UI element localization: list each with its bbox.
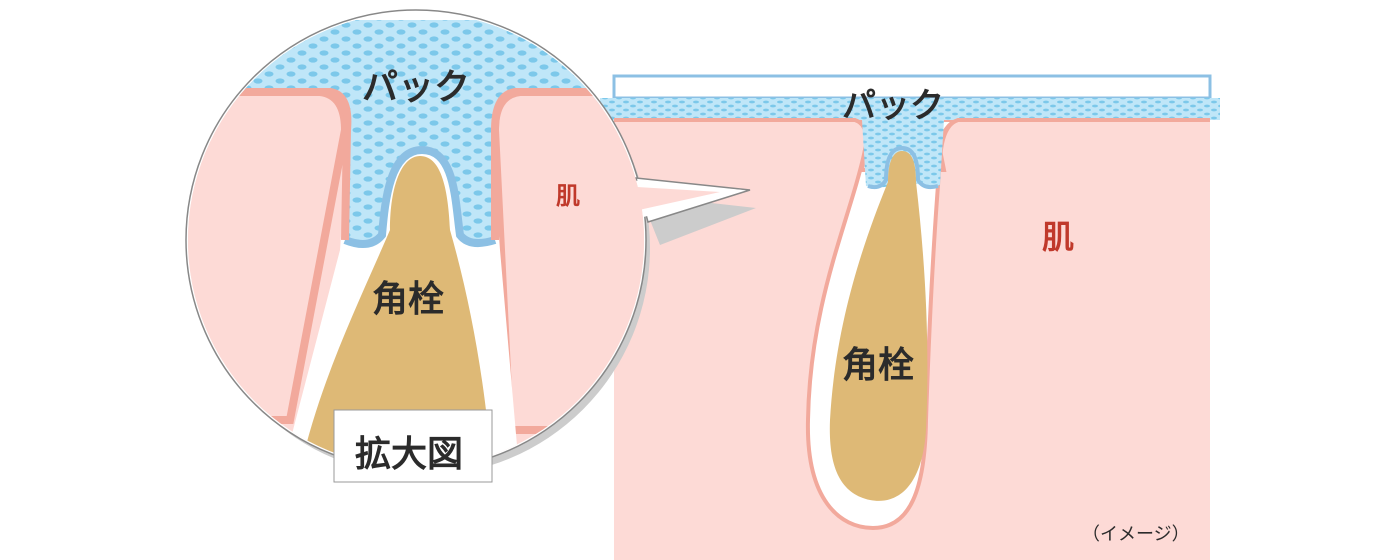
zoom-bubble: [185, 9, 756, 483]
zoom-caption: 拡大図: [355, 434, 464, 475]
caption-box: [333, 409, 493, 483]
image-note: （イメージ）: [1082, 524, 1190, 545]
plug: [829, 151, 928, 501]
main-skin-label: 肌: [1042, 218, 1075, 256]
zoom-plug-label: 角栓: [372, 279, 445, 320]
main-cross-section: [600, 74, 1220, 560]
main-pack-label: パック: [842, 86, 944, 126]
main-plug-label: 角栓: [842, 345, 915, 386]
zoom-pack-label: パック: [362, 67, 471, 108]
zoom-skin-label: 肌: [556, 182, 580, 210]
